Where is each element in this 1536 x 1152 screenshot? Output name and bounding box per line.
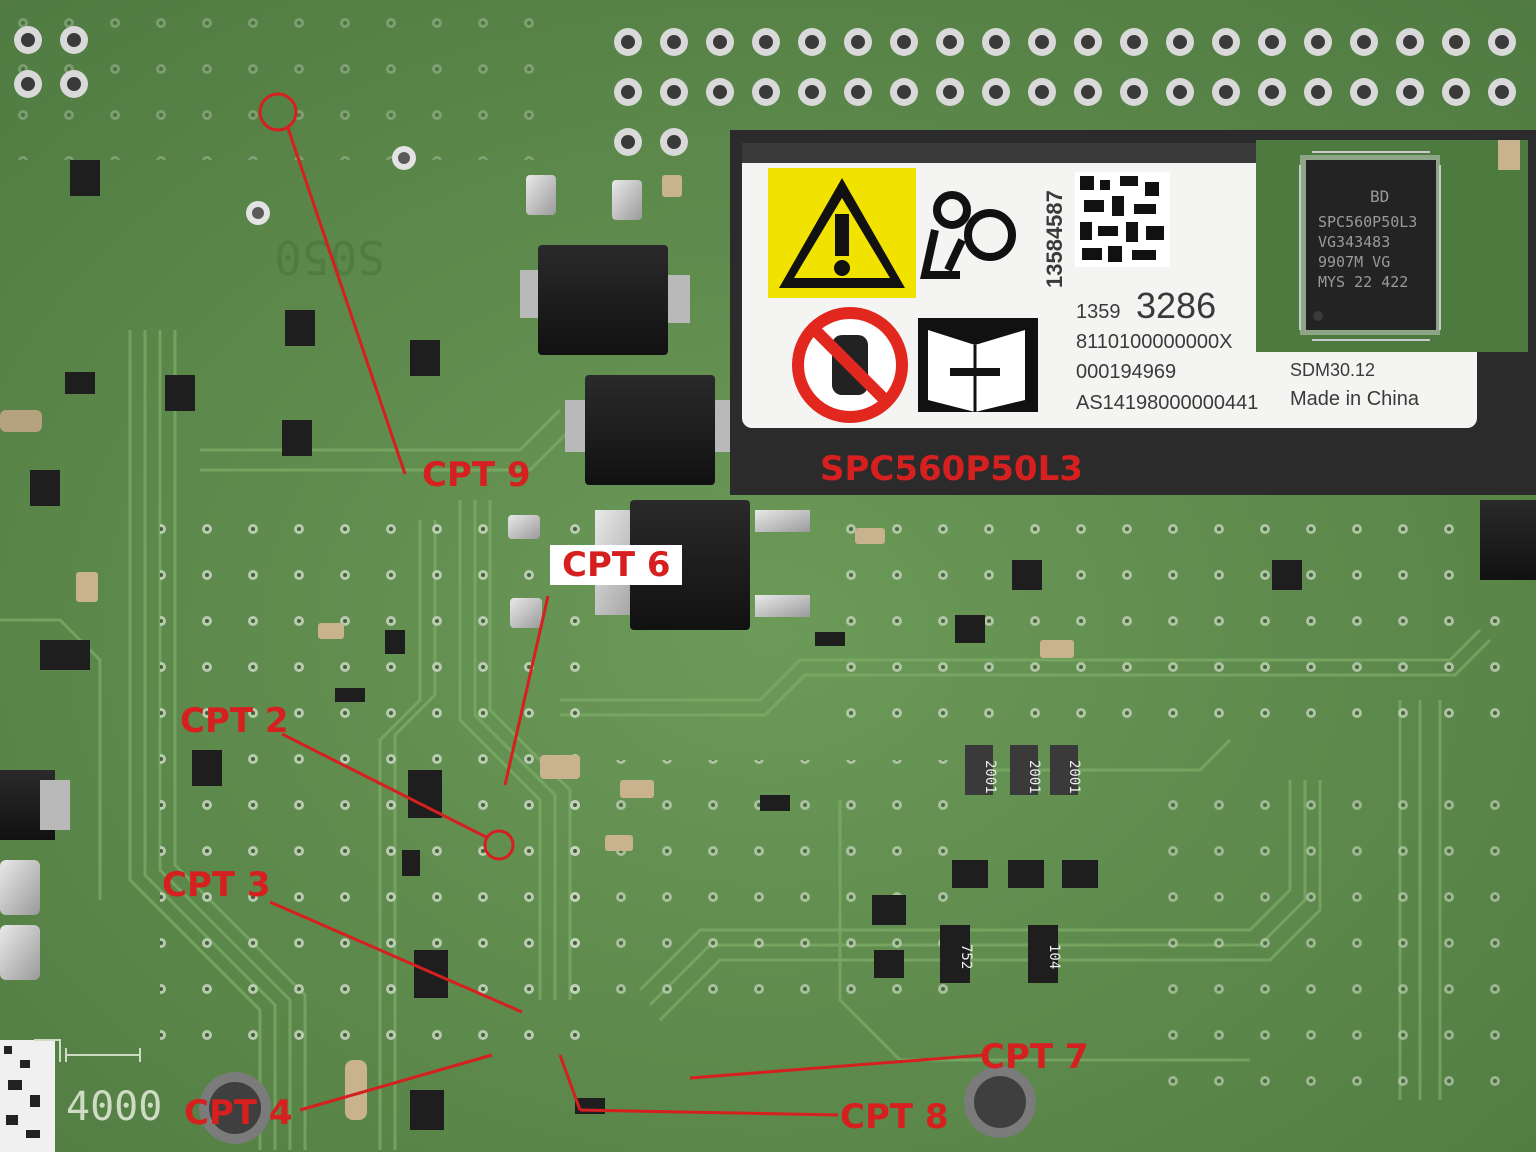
callout-cpt4: CPT 4 xyxy=(184,1093,293,1133)
sticker-line4: AS14198000000441 xyxy=(1076,392,1258,414)
callout-cpt3: CPT 3 xyxy=(162,865,271,905)
cpt9-marker xyxy=(258,92,298,132)
through-hole-center xyxy=(1219,85,1233,99)
resistor-code-1: 2001 xyxy=(982,760,998,794)
through-hole-center xyxy=(621,35,635,49)
through-hole-center xyxy=(943,85,957,99)
through-hole-center xyxy=(667,85,681,99)
callout-cpt8: CPT 8 xyxy=(840,1097,949,1137)
sticker-part-number: 13584587 xyxy=(1042,190,1067,288)
through-hole-center xyxy=(621,85,635,99)
sticker-line3: 000194969 xyxy=(1076,361,1176,383)
through-hole-center xyxy=(1495,85,1509,99)
via-field-right-bottom xyxy=(1140,780,1500,1120)
through-hole-center xyxy=(897,85,911,99)
callout-cpt6-bg xyxy=(550,545,682,585)
through-hole-center xyxy=(1035,35,1049,49)
resistor-code-2: 2001 xyxy=(1026,760,1042,794)
through-hole-center xyxy=(1495,35,1509,49)
chip-line2: VG343483 xyxy=(1318,233,1390,251)
callout-cpt7: CPT 7 xyxy=(980,1037,1089,1077)
through-hole-center xyxy=(1265,85,1279,99)
sticker-line1-prefix: 1359 xyxy=(1076,301,1121,323)
through-hole-center xyxy=(989,35,1003,49)
through-hole-center xyxy=(805,85,819,99)
chip-photo: BD SPC560P50L3 VG343483 9907M VG MYS 22 … xyxy=(1256,140,1528,352)
resistor-code-5: 104 xyxy=(1046,944,1062,969)
callout-cpt6: CPT 6 xyxy=(562,545,671,585)
through-hole-center xyxy=(1173,35,1187,49)
chip-brand: BD xyxy=(1370,187,1389,206)
sticker-line2: 8110100000000X xyxy=(1076,331,1232,353)
through-hole-center xyxy=(989,85,1003,99)
manual-wrench-icon xyxy=(918,318,1038,412)
warning-icon xyxy=(768,168,916,298)
through-hole-center xyxy=(1449,85,1463,99)
through-hole-center xyxy=(21,33,35,47)
through-hole-center xyxy=(759,35,773,49)
through-hole-center xyxy=(67,33,81,47)
via-field-top-left xyxy=(0,0,540,160)
through-hole-center xyxy=(1311,85,1325,99)
through-hole-center xyxy=(621,135,635,149)
callout-lines xyxy=(258,92,986,1117)
through-hole-center xyxy=(759,85,773,99)
connector-holes: /* placeholder */ xyxy=(14,26,1516,156)
airbag-passenger-icon xyxy=(920,191,1016,279)
sticker-line1-number: 3286 xyxy=(1136,285,1216,326)
through-hole-center xyxy=(1173,85,1187,99)
through-hole-center xyxy=(805,35,819,49)
through-hole-center xyxy=(897,35,911,49)
power-components xyxy=(0,175,1536,980)
mounting-holes xyxy=(199,146,1036,1144)
qr-code xyxy=(1075,172,1170,267)
via-field-right xyxy=(820,520,1520,740)
sticker-origin: Made in China xyxy=(1290,388,1420,410)
silkscreen-bracket xyxy=(34,1039,141,1062)
through-hole-center xyxy=(713,35,727,49)
callout-labels: CPT 9 CPT 6 CPT 2 CPT 3 CPT 4 CPT 7 CPT … xyxy=(162,455,1089,1137)
resistor-code-3: 2001 xyxy=(1066,760,1082,794)
through-hole-center xyxy=(1035,85,1049,99)
silkscreen-bottom: 4000 xyxy=(66,1084,162,1130)
resistor-code-4: 752 xyxy=(958,944,974,969)
smd-parts xyxy=(0,160,1302,1130)
through-hole-center xyxy=(943,35,957,49)
silkscreen-top: S050 xyxy=(274,230,385,284)
cpt2-marker xyxy=(483,829,515,861)
callout-cpt2: CPT 2 xyxy=(180,701,289,741)
no-hand-icon xyxy=(792,307,908,423)
through-hole-center xyxy=(21,77,35,91)
through-hole-center xyxy=(1449,35,1463,49)
callout-cpt9: CPT 9 xyxy=(422,455,531,495)
through-hole-center xyxy=(1219,35,1233,49)
through-hole-center xyxy=(1127,85,1141,99)
through-hole-center xyxy=(851,35,865,49)
inset-chip-caption: SPC560P50L3 xyxy=(820,449,1083,489)
through-hole-center xyxy=(1311,35,1325,49)
through-hole-center xyxy=(1403,35,1417,49)
chip-line1: SPC560P50L3 xyxy=(1318,213,1417,231)
sticker-sdm: SDM30.12 xyxy=(1290,360,1375,380)
through-hole-center xyxy=(713,85,727,99)
through-hole-center xyxy=(1265,35,1279,49)
through-hole-center xyxy=(1357,35,1371,49)
through-hole-center xyxy=(1403,85,1417,99)
inset-panel: 13584587 1359 3286 8110100000000X 000194… xyxy=(730,130,1536,495)
through-hole-center xyxy=(851,85,865,99)
chip-line3: 9907M VG xyxy=(1318,253,1390,271)
through-hole-center xyxy=(1081,35,1095,49)
through-hole-center xyxy=(667,135,681,149)
through-hole-center xyxy=(667,35,681,49)
through-hole-center xyxy=(67,77,81,91)
resistor-codes: 2001 2001 2001 752 104 xyxy=(958,760,1082,969)
through-hole-center xyxy=(1357,85,1371,99)
datamatrix-bottom-left xyxy=(0,1040,55,1152)
chip-line4: MYS 22 422 xyxy=(1318,273,1408,291)
through-hole-center xyxy=(1081,85,1095,99)
through-hole-center xyxy=(1127,35,1141,49)
